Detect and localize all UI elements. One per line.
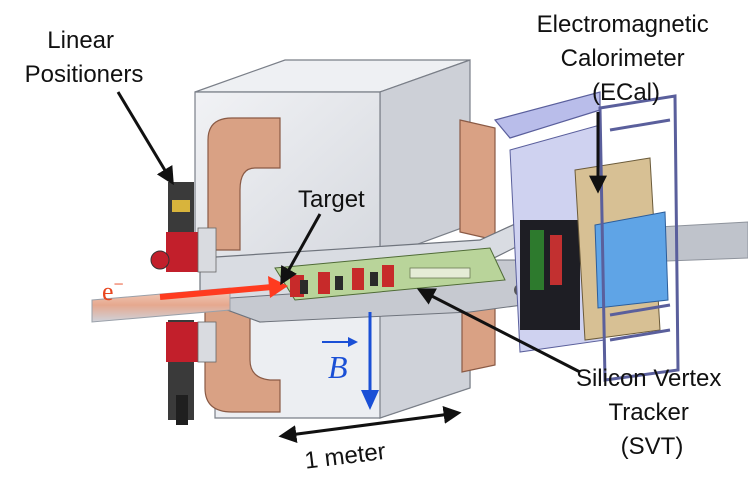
beam-label: e− bbox=[102, 274, 124, 306]
field-arrow-icon bbox=[361, 312, 379, 410]
ecal-frame bbox=[493, 91, 680, 382]
linear-positioners-pointer bbox=[116, 91, 174, 186]
scale-label: 1 meter bbox=[303, 438, 387, 475]
ecal-label: Electromagnetic Calorimeter (ECal) bbox=[537, 11, 716, 106]
beam-arrow-icon bbox=[159, 276, 288, 300]
magnet-coil-upper-right bbox=[459, 119, 496, 241]
target-pointer bbox=[280, 213, 322, 286]
linear-positioner-upper bbox=[150, 182, 217, 273]
svg-text:B: B bbox=[328, 349, 348, 385]
scale-bar bbox=[278, 405, 462, 444]
linear-positioners-label: Linear Positioners bbox=[25, 27, 144, 88]
target-label: Target bbox=[298, 186, 365, 213]
magnet-coil-upper-left bbox=[207, 117, 281, 251]
upper-magnet-yoke bbox=[194, 59, 471, 259]
svt-pointer bbox=[416, 288, 581, 374]
field-label: B bbox=[322, 337, 358, 385]
svt-label: Silicon Vertex Tracker (SVT) bbox=[576, 365, 728, 460]
magnet-coil-lower-left bbox=[204, 299, 281, 413]
linear-positioner-lower bbox=[166, 320, 217, 425]
